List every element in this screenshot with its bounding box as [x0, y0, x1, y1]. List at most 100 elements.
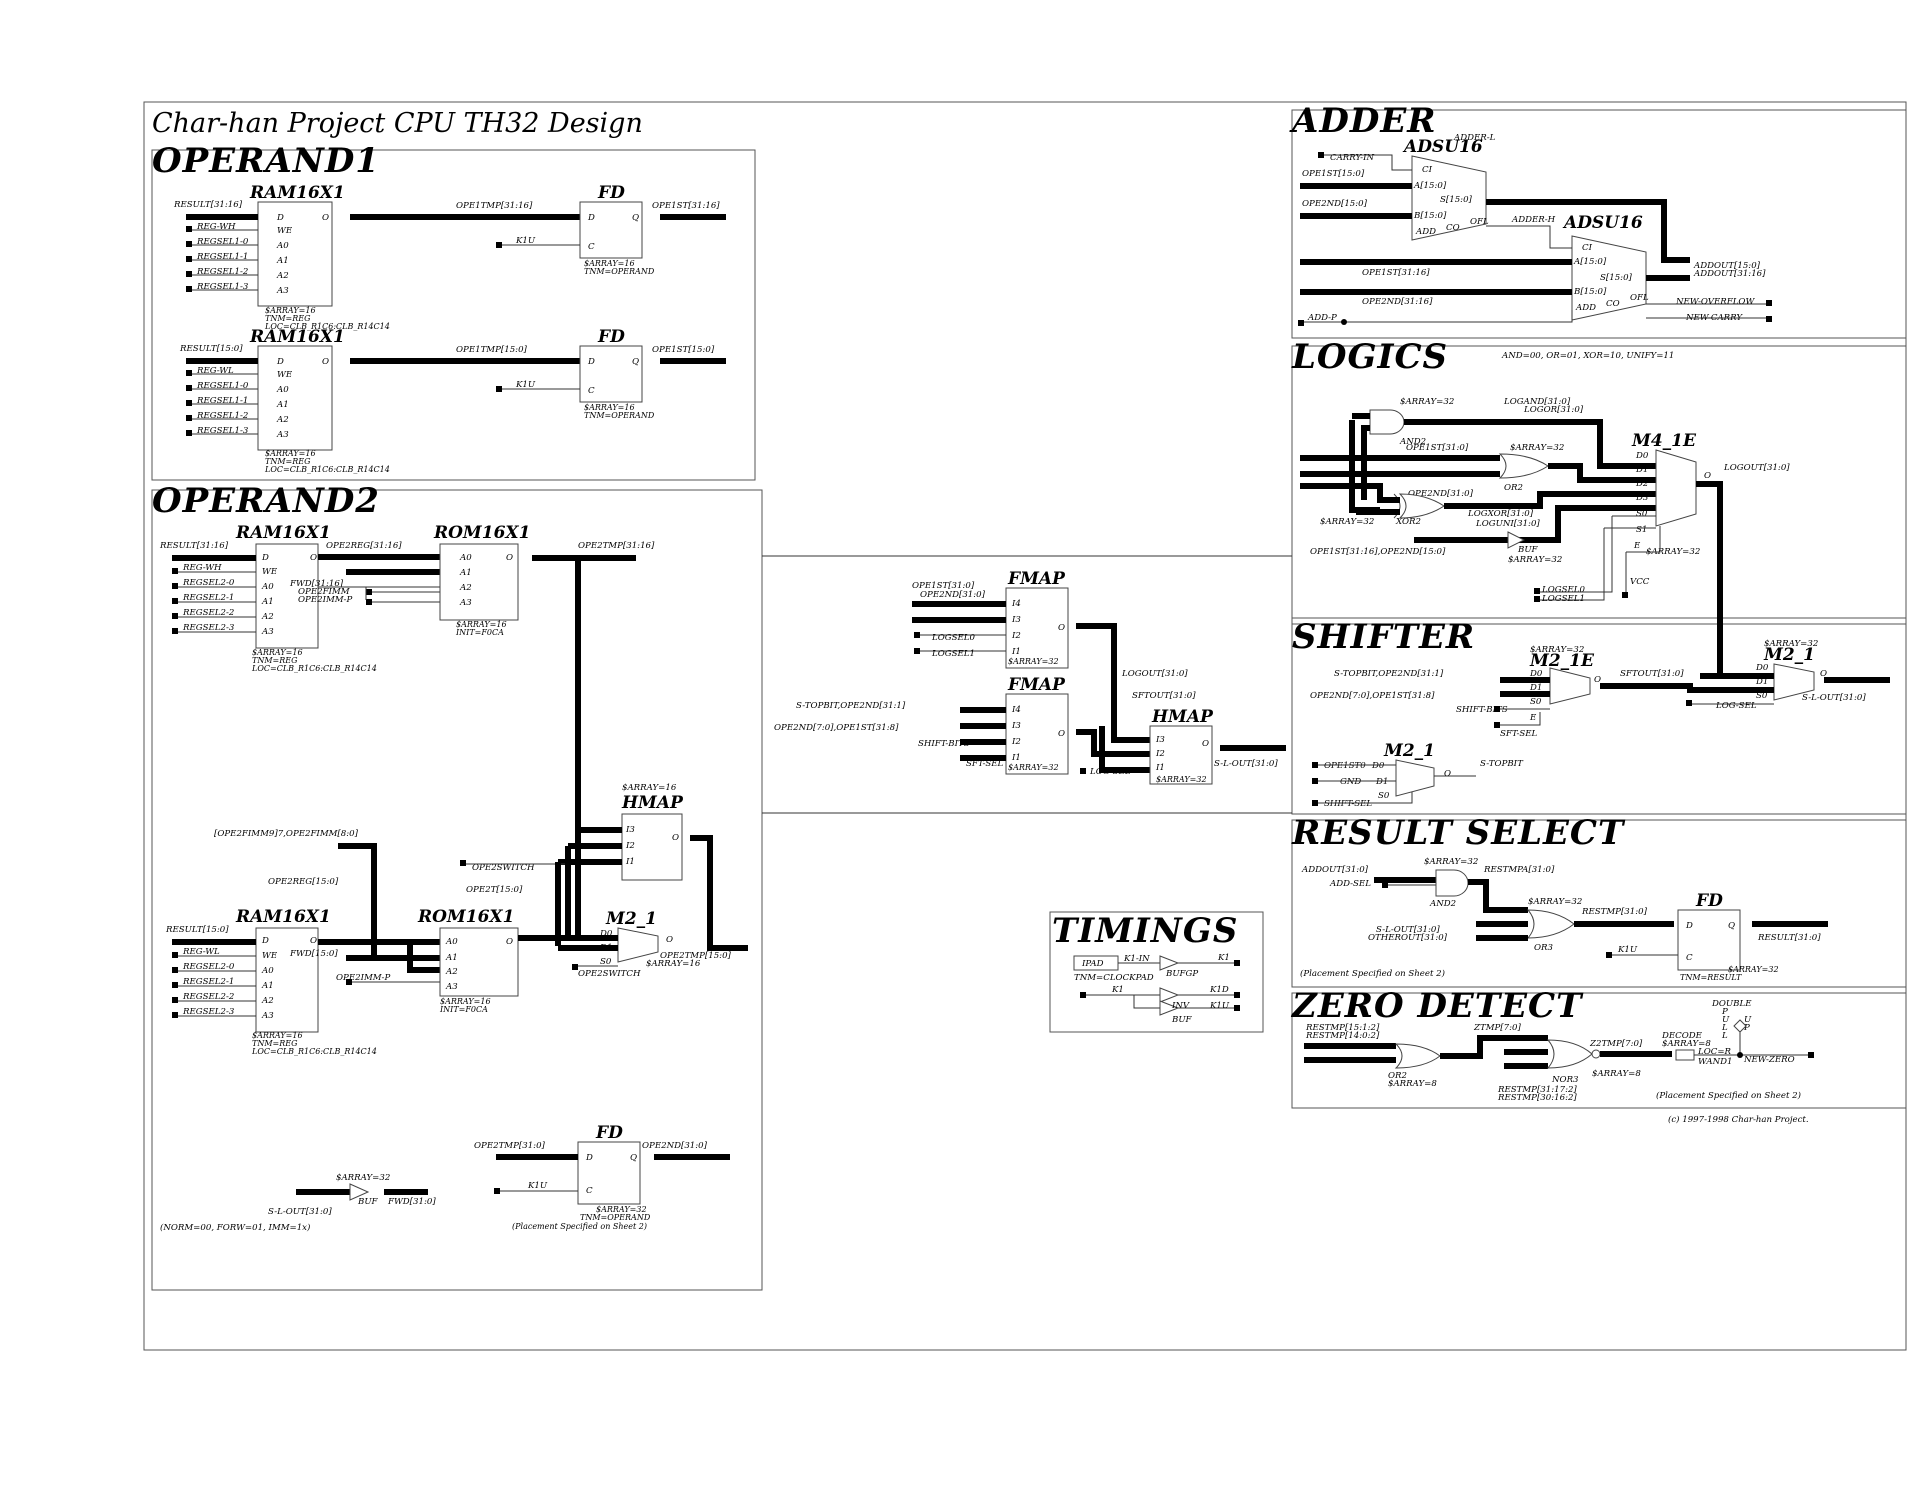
label-operand1-fd_attrs-0: $ARRAY=16 [584, 403, 635, 412]
label-zero_detect-pullup-6: P [1743, 1023, 1750, 1033]
component-symbol [349, 1183, 370, 1201]
label-components-fmap: FMAP [1007, 675, 1066, 695]
label-operand1-clk: K1U [515, 236, 536, 246]
label-middle-logout: LOGOUT[31:0] [1121, 669, 1188, 679]
section-title-zero-detect: ZERO DETECT [1290, 986, 1584, 1026]
io-pad [172, 1012, 178, 1018]
io-pad [186, 241, 192, 247]
label-result_select-fd_attrs-1: TNM=RESULT [1680, 973, 1742, 982]
label-operand1-ram1-pins-4: A2 [261, 996, 274, 1006]
label-adder-overflow: NEW-OVERFLOW [1675, 297, 1755, 307]
label-zero_detect-decode_attrs-1: $ARRAY=8 [1662, 1039, 1711, 1049]
label-zero_detect-or_attr: $ARRAY=8 [1388, 1079, 1437, 1089]
section-frame [1049, 911, 1264, 1033]
label-logics-buf_in: OPE1ST[31:16],OPE2ND[15:0] [1310, 547, 1446, 557]
bus-wire [555, 846, 571, 946]
io-pad [1622, 592, 1628, 598]
io-pad [186, 400, 192, 406]
component-symbol [255, 927, 319, 1033]
label-operand1-fd_pins-0: D [587, 213, 595, 223]
label-shifter-sftout: SFTOUT[31:0] [1620, 669, 1684, 679]
label-shifter-pins-1: D1 [1529, 683, 1542, 693]
label-middle-fmap_pins-2: I2 [1011, 631, 1021, 641]
label-adder-pins-3: B[15:0] [1573, 287, 1607, 297]
ram16x1-symbol [257, 201, 333, 307]
label-operand1-clk: K1U [515, 380, 536, 390]
label-adder-carry: NEW-CARRY [1685, 313, 1743, 323]
label-timings-inv: INV [1171, 1001, 1190, 1011]
label-operand2-fd_attrs-0: $ARRAY=32 [596, 1205, 647, 1214]
component-symbol [1591, 1049, 1601, 1059]
label-operand1-ram1-pins-1: WE [277, 370, 293, 380]
label-timings-ipad: IPAD [1081, 959, 1104, 969]
label-middle-fmap2_in-3: SFT-SEL [966, 759, 1004, 769]
label-operand1-fd_pins-1: Q [630, 1153, 637, 1163]
component-symbol [1159, 987, 1180, 1003]
label-operand2-switch: OPE2SWITCH [578, 969, 641, 979]
label-result_select-addout: ADDOUT[31:0] [1301, 865, 1369, 875]
label-adder-pins-4: ADD [1415, 227, 1436, 237]
io-pad [914, 648, 920, 654]
label-zero_detect-pullup-0: DOUBLE [1711, 999, 1752, 1009]
label-zero_detect-in_a-0: RESTMP[15:1:2] [1305, 1023, 1380, 1033]
label-zero_detect-pullup-5: U [1744, 1015, 1752, 1025]
label-components-hmap: HMAP [621, 793, 684, 813]
label-operand1-ram1-pins-0: D [276, 357, 284, 367]
label-operand2-rom_pins-2: A2 [445, 967, 458, 977]
label-shifter-m2_attr: $ARRAY=32 [1764, 639, 1818, 649]
label-logics-xor_attr: $ARRAY=32 [1320, 517, 1374, 527]
component-symbol [1005, 587, 1069, 669]
label-components-fd: FD [597, 327, 625, 347]
label-operand2-fd_out: OPE2ND[31:0] [642, 1141, 708, 1151]
label-operand1-ram1-pins-4: A2 [276, 415, 289, 425]
label-shifter-pins-4: O [1820, 669, 1827, 679]
label-operand2-hmap_pins-2: I1 [625, 857, 635, 867]
label-operand1-fd_attrs-0: $ARRAY=16 [584, 259, 635, 268]
io-pad [172, 967, 178, 973]
label-logics-in_a: OPE1ST[31:0] [1406, 443, 1469, 453]
component-symbol [1411, 155, 1487, 241]
bus-wire [1444, 491, 1656, 509]
label-middle-fmap2_in-2: SHIFT-BITS [918, 739, 970, 749]
label-operand1-ram1-ctl-1: REGSEL1-0 [196, 237, 249, 247]
label-logics-logor: LOGOR[31:0] [1523, 405, 1584, 415]
label-adder-b_hi: OPE2ND[31:16] [1362, 297, 1433, 307]
label-operand2-ram1-attrs-1: TNM=REG [252, 656, 298, 665]
label-shifter-in-1: OPE2ND[7:0],OPE1ST[31:8] [1310, 691, 1435, 701]
label-result_select-and_attr: $ARRAY=32 [1424, 857, 1478, 867]
section-frame [1291, 992, 1907, 1109]
label-result_select-clk: K1U [1617, 945, 1638, 955]
timings-block: IPAD K1-IN BUFGP K1 TNM=CLOCKPAD K1 INV … [1073, 953, 1240, 1025]
component-symbol [1655, 449, 1697, 527]
label-operand2-rom_attrs-0: $ARRAY=16 [440, 997, 491, 1006]
label-shifter-pins-2: S0 [1378, 791, 1390, 801]
io-pad [1312, 762, 1318, 768]
wire [1318, 764, 1413, 804]
label-operand1-ram1-pins-5: A3 [261, 1011, 274, 1021]
label-operand2-ram1-ctl-3: REGSEL2-2 [182, 608, 234, 618]
label-logics-mux_attr: $ARRAY=32 [1646, 547, 1700, 557]
io-pad [1234, 992, 1240, 998]
label-zero_detect-or_label: OR2 [1388, 1071, 1407, 1081]
label-adder-sum_hi: ADDOUT[31:16] [1693, 269, 1766, 279]
label-operand2-rom_pins-1: A1 [459, 568, 472, 578]
io-pad [1737, 1052, 1743, 1058]
label-zero_detect-pullup-3: L [1721, 1023, 1728, 1033]
section-frame [151, 149, 756, 481]
label-operand2-ram2-attrs-0: $ARRAY=16 [252, 1031, 303, 1040]
bus-wire [1076, 729, 1150, 757]
bus-wire [1304, 1043, 1396, 1063]
label-timings-k1_in: K1-IN [1123, 954, 1150, 964]
wire [177, 571, 256, 633]
label-operand2-ram1-ctl-2: REGSEL2-1 [182, 593, 234, 603]
label-zero_detect-in_a-1: RESTMP[14:0:2] [1305, 1031, 1380, 1041]
label-operand2-rom_attrs-1: INIT=F0CA [439, 1005, 488, 1014]
label-zero_detect-note: (Placement Specified on Sheet 2) [1656, 1090, 1801, 1101]
label-zero_detect-in_b-0: RESTMP[31:17:2] [1497, 1085, 1577, 1095]
label-middle-fmap1_in-2: LOGSEL0 [931, 633, 975, 643]
fd-flipflop [579, 201, 643, 259]
label-components-ram16x1: RAM16X1 [235, 523, 331, 543]
label-adder-pins-6: OFL [1630, 293, 1649, 303]
io-pad [496, 242, 502, 248]
component-symbol [1159, 1000, 1180, 1016]
